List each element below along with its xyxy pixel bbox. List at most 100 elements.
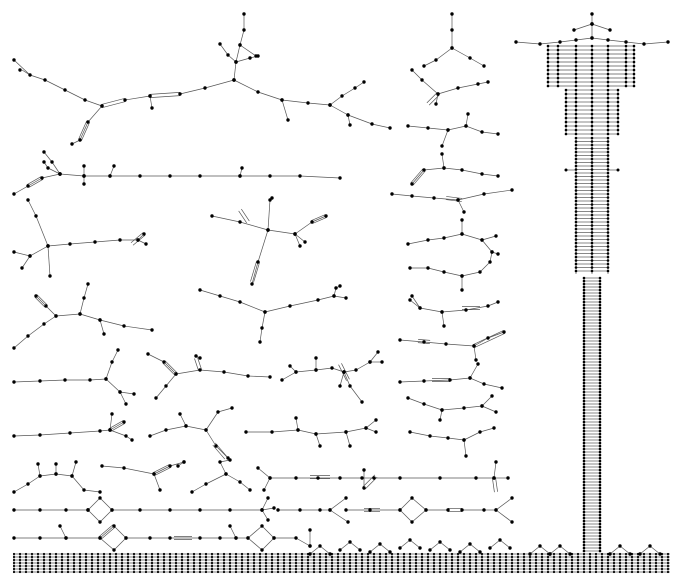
node-582 xyxy=(574,124,578,128)
node-781 xyxy=(582,378,586,382)
node-764 xyxy=(598,351,602,355)
node-385 xyxy=(488,260,492,264)
node-1442 xyxy=(474,564,478,568)
edge-833 xyxy=(639,545,651,555)
node-1432 xyxy=(468,555,472,559)
node-1599 xyxy=(612,552,616,556)
node-1081 xyxy=(168,552,172,556)
node-959 xyxy=(60,564,64,568)
edge-101 xyxy=(35,295,47,307)
node-1594 xyxy=(606,558,610,562)
node-669 xyxy=(590,220,594,224)
node-961 xyxy=(60,570,64,574)
node-1292 xyxy=(348,555,352,559)
node-1521 xyxy=(540,570,544,574)
node-1174 xyxy=(246,558,250,562)
node-1520 xyxy=(540,567,544,571)
node-460 xyxy=(556,44,560,48)
node-714 xyxy=(598,276,602,280)
node-327 xyxy=(246,536,250,540)
node-97 xyxy=(303,240,307,244)
node-889 xyxy=(582,540,586,544)
node-712 xyxy=(606,269,610,273)
edge-18 xyxy=(341,87,356,97)
node-417 xyxy=(398,380,402,384)
node-553 xyxy=(590,100,594,104)
node-1065 xyxy=(150,567,154,571)
node-948 xyxy=(54,552,58,556)
node-1071 xyxy=(156,564,160,568)
node-1000 xyxy=(96,561,100,565)
edge-19 xyxy=(354,81,365,89)
node-446 xyxy=(574,38,578,42)
node-628 xyxy=(606,171,610,175)
node-1424 xyxy=(462,552,466,556)
node-802 xyxy=(598,408,602,412)
node-1168 xyxy=(240,561,244,565)
node-507 xyxy=(632,68,636,72)
edge-279 xyxy=(261,525,275,539)
node-1241 xyxy=(300,570,304,574)
edge-122 xyxy=(105,378,121,393)
node-1505 xyxy=(528,564,532,568)
node-592 xyxy=(574,132,578,136)
node-868 xyxy=(598,507,602,511)
node-1044 xyxy=(132,567,136,571)
node-218 xyxy=(374,430,378,434)
edge-83 xyxy=(241,208,250,222)
node-436 xyxy=(428,434,432,438)
node-249 xyxy=(256,466,260,470)
node-516 xyxy=(556,76,560,80)
node-572 xyxy=(574,116,578,120)
node-617 xyxy=(574,161,578,164)
node-605 xyxy=(574,147,578,150)
node-1184 xyxy=(252,567,256,571)
node-775 xyxy=(582,369,586,373)
node-88 xyxy=(144,242,148,246)
edge-253 xyxy=(399,509,413,523)
node-1210 xyxy=(276,561,280,565)
node-319 xyxy=(168,536,172,540)
node-891 xyxy=(582,543,586,547)
node-928 xyxy=(36,555,40,559)
node-777 xyxy=(582,372,586,376)
edge-341 xyxy=(409,299,421,309)
node-493 xyxy=(632,60,636,64)
node-1524 xyxy=(546,558,550,562)
node-1617 xyxy=(624,564,628,568)
node-1344 xyxy=(390,564,394,568)
node-1526 xyxy=(546,564,550,568)
node-813 xyxy=(582,426,586,430)
node-1053 xyxy=(144,552,148,556)
edge-283 xyxy=(295,537,311,547)
node-340 xyxy=(434,58,438,62)
node-501 xyxy=(546,68,550,72)
node-1693 xyxy=(558,544,562,548)
node-278 xyxy=(168,508,172,512)
node-432 xyxy=(438,418,442,422)
node-864 xyxy=(598,501,602,505)
edge-226 xyxy=(495,477,498,492)
edge-89 xyxy=(311,215,327,223)
node-444 xyxy=(538,42,542,46)
node-1437 xyxy=(468,570,472,574)
node-1182 xyxy=(252,561,256,565)
node-240 xyxy=(176,464,180,468)
node-1491 xyxy=(516,564,520,568)
node-280 xyxy=(228,508,232,512)
edge-4 xyxy=(84,99,103,107)
node-1497 xyxy=(522,561,526,565)
node-749 xyxy=(582,330,586,334)
node-1545 xyxy=(564,558,568,562)
node-480 xyxy=(546,56,550,60)
node-1623 xyxy=(630,561,634,565)
edge-327 xyxy=(427,237,445,241)
node-1553 xyxy=(570,561,574,565)
edge-202 xyxy=(191,483,207,493)
node-416 xyxy=(474,358,478,362)
edge-362 xyxy=(449,377,471,381)
edge-112 xyxy=(317,295,335,301)
node-1393 xyxy=(432,564,436,568)
edge-32 xyxy=(235,57,251,63)
node-175 xyxy=(338,384,342,388)
